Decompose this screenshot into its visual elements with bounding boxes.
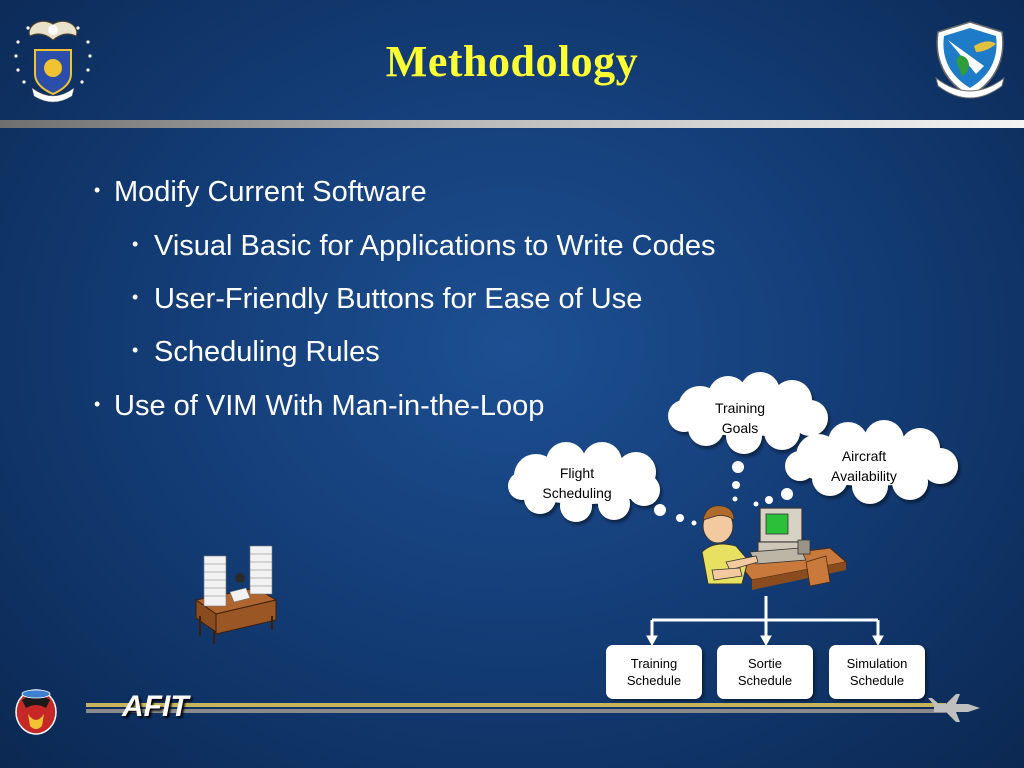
schedule-label-line: Sortie: [748, 656, 782, 671]
cloud-label-training-goals: Training Goals: [700, 398, 780, 438]
bullet-text: Modify Current Software: [114, 176, 427, 208]
cloud-label-flight-scheduling: Flight Scheduling: [532, 463, 622, 503]
footer-rule: [86, 703, 946, 713]
cloud-training-goals: [668, 372, 828, 454]
bullet-dot: •: [94, 180, 101, 200]
bullet-item: • User-Friendly Buttons for Ease of Use: [132, 283, 642, 316]
cloud-label-line: Training: [714, 400, 766, 416]
schedule-label-line: Simulation: [846, 656, 908, 671]
bullet-text: User-Friendly Buttons for Ease of Use: [154, 283, 643, 315]
person-at-computer-icon: [701, 505, 848, 590]
squadron-emblem-icon: [15, 689, 57, 735]
cloud-label-aircraft-availability: Aircraft Availability: [816, 446, 912, 486]
bullet-item: • Scheduling Rules: [132, 336, 380, 369]
cloud-label-line: Flight: [559, 465, 595, 481]
schedule-label-line: Schedule: [849, 673, 905, 688]
bullet-item: • Use of VIM With Man-in-the-Loop: [94, 390, 544, 423]
cloud-label-line: Availability: [831, 468, 897, 484]
bullet-dot: •: [132, 340, 139, 360]
cloud-label-line: Scheduling: [542, 485, 612, 501]
bullet-dot: •: [132, 287, 139, 307]
bullet-item: • Modify Current Software: [94, 176, 427, 209]
air-force-seal-icon: [14, 20, 92, 103]
bullet-dot: •: [94, 394, 101, 414]
flying-training-wing-emblem-icon: [935, 21, 1005, 99]
paper-stacks-desk-icon: [194, 545, 278, 644]
cloud-label-line: Aircraft: [841, 448, 887, 464]
cloud-aircraft-availability: [785, 420, 958, 504]
slide-title: Methodology: [385, 37, 639, 86]
afit-footer-logo: AFIT: [122, 690, 189, 723]
schedule-label-line: Schedule: [626, 673, 682, 688]
bullet-item: • Visual Basic for Applications to Write …: [132, 230, 715, 263]
bullet-text: Visual Basic for Applications to Write C…: [154, 230, 716, 262]
schedule-label-line: Training: [630, 656, 678, 671]
bullet-text: Scheduling Rules: [154, 336, 380, 368]
cloud-flight-scheduling: [508, 442, 660, 522]
bullet-dot: •: [132, 234, 139, 254]
title-divider: [0, 120, 1024, 128]
thought-bubbles: [654, 461, 793, 526]
connector-lines: [646, 596, 884, 647]
aircraft-icon: [928, 694, 980, 722]
cloud-label-line: Goals: [721, 420, 759, 436]
schedule-label-line: Schedule: [737, 673, 793, 688]
bullet-text: Use of VIM With Man-in-the-Loop: [114, 390, 545, 422]
